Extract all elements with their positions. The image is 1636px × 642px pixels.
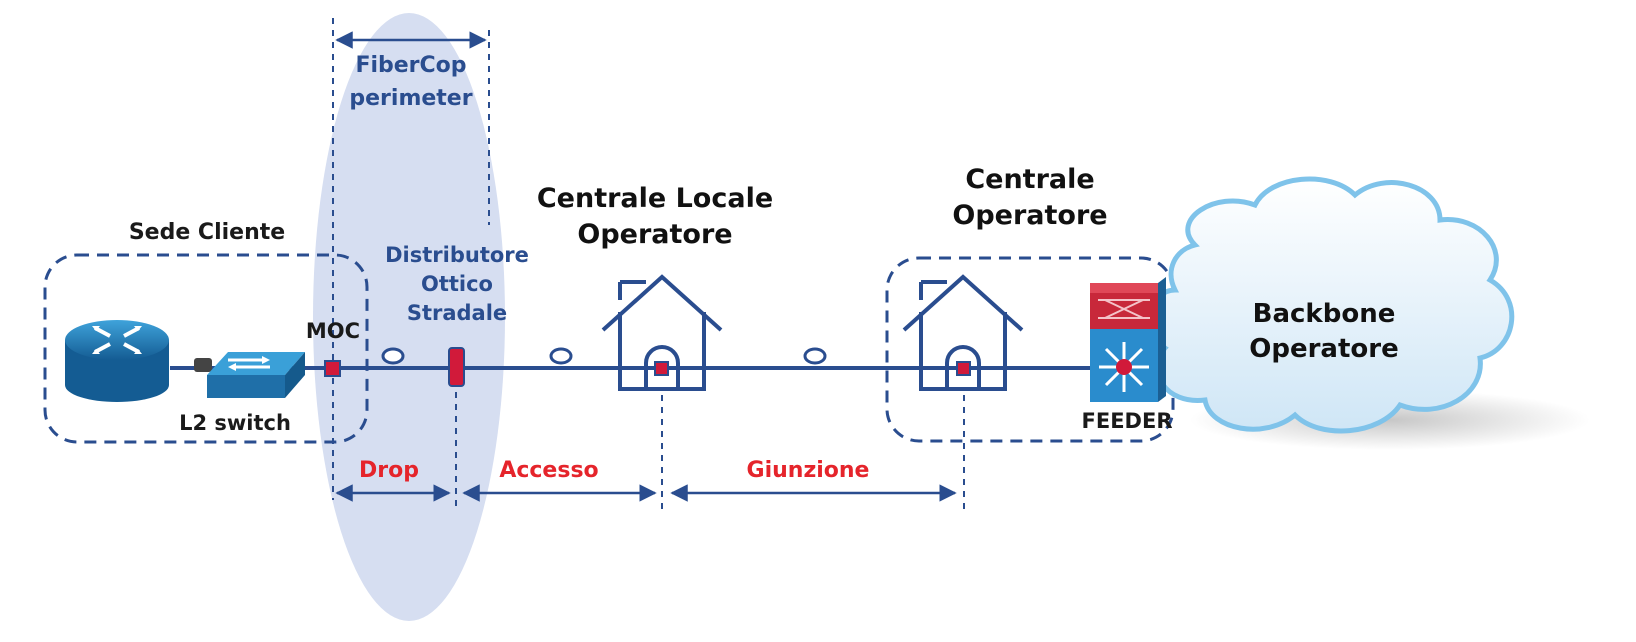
centrale-operatore-connector xyxy=(956,361,971,376)
giunzione-label: Giunzione xyxy=(747,458,870,483)
distributore-label: Stradale xyxy=(407,301,507,325)
house-icon xyxy=(902,274,1024,391)
feeder-label: FEEDER xyxy=(1082,409,1173,433)
distributore-connector xyxy=(448,347,465,387)
backbone-label: Operatore xyxy=(1249,334,1398,364)
accesso-label: Accesso xyxy=(499,458,598,483)
fiber-loop xyxy=(381,347,405,365)
router-port xyxy=(194,358,212,372)
switch-icon xyxy=(207,352,305,398)
sede-cliente-box xyxy=(43,253,369,444)
centrale-operatore-label: Operatore xyxy=(952,200,1107,231)
sede-cliente-label: Sede Cliente xyxy=(129,220,285,245)
moc-connector xyxy=(324,360,341,377)
fiber-loop xyxy=(803,347,827,365)
drop-label: Drop xyxy=(359,458,419,483)
feeder-icon xyxy=(1090,277,1166,402)
centrale-locale-label: Centrale Locale xyxy=(537,183,773,214)
perimeter-label: FiberCop xyxy=(355,53,466,78)
distributore-label: Ottico xyxy=(421,272,493,296)
router-icon xyxy=(65,320,169,402)
centrale-operatore-label: Centrale xyxy=(965,164,1094,195)
house-icon xyxy=(601,274,723,391)
distributore-label: Distributore xyxy=(385,243,529,267)
centrale-locale-label: Operatore xyxy=(577,219,732,250)
l2-switch-label: L2 switch xyxy=(179,411,291,435)
backbone-label: Backbone xyxy=(1253,299,1396,329)
perimeter-label: perimeter xyxy=(349,86,472,111)
moc-label: MOC xyxy=(306,319,360,343)
centrale-locale-connector xyxy=(654,361,669,376)
fiber-loop xyxy=(549,347,573,365)
